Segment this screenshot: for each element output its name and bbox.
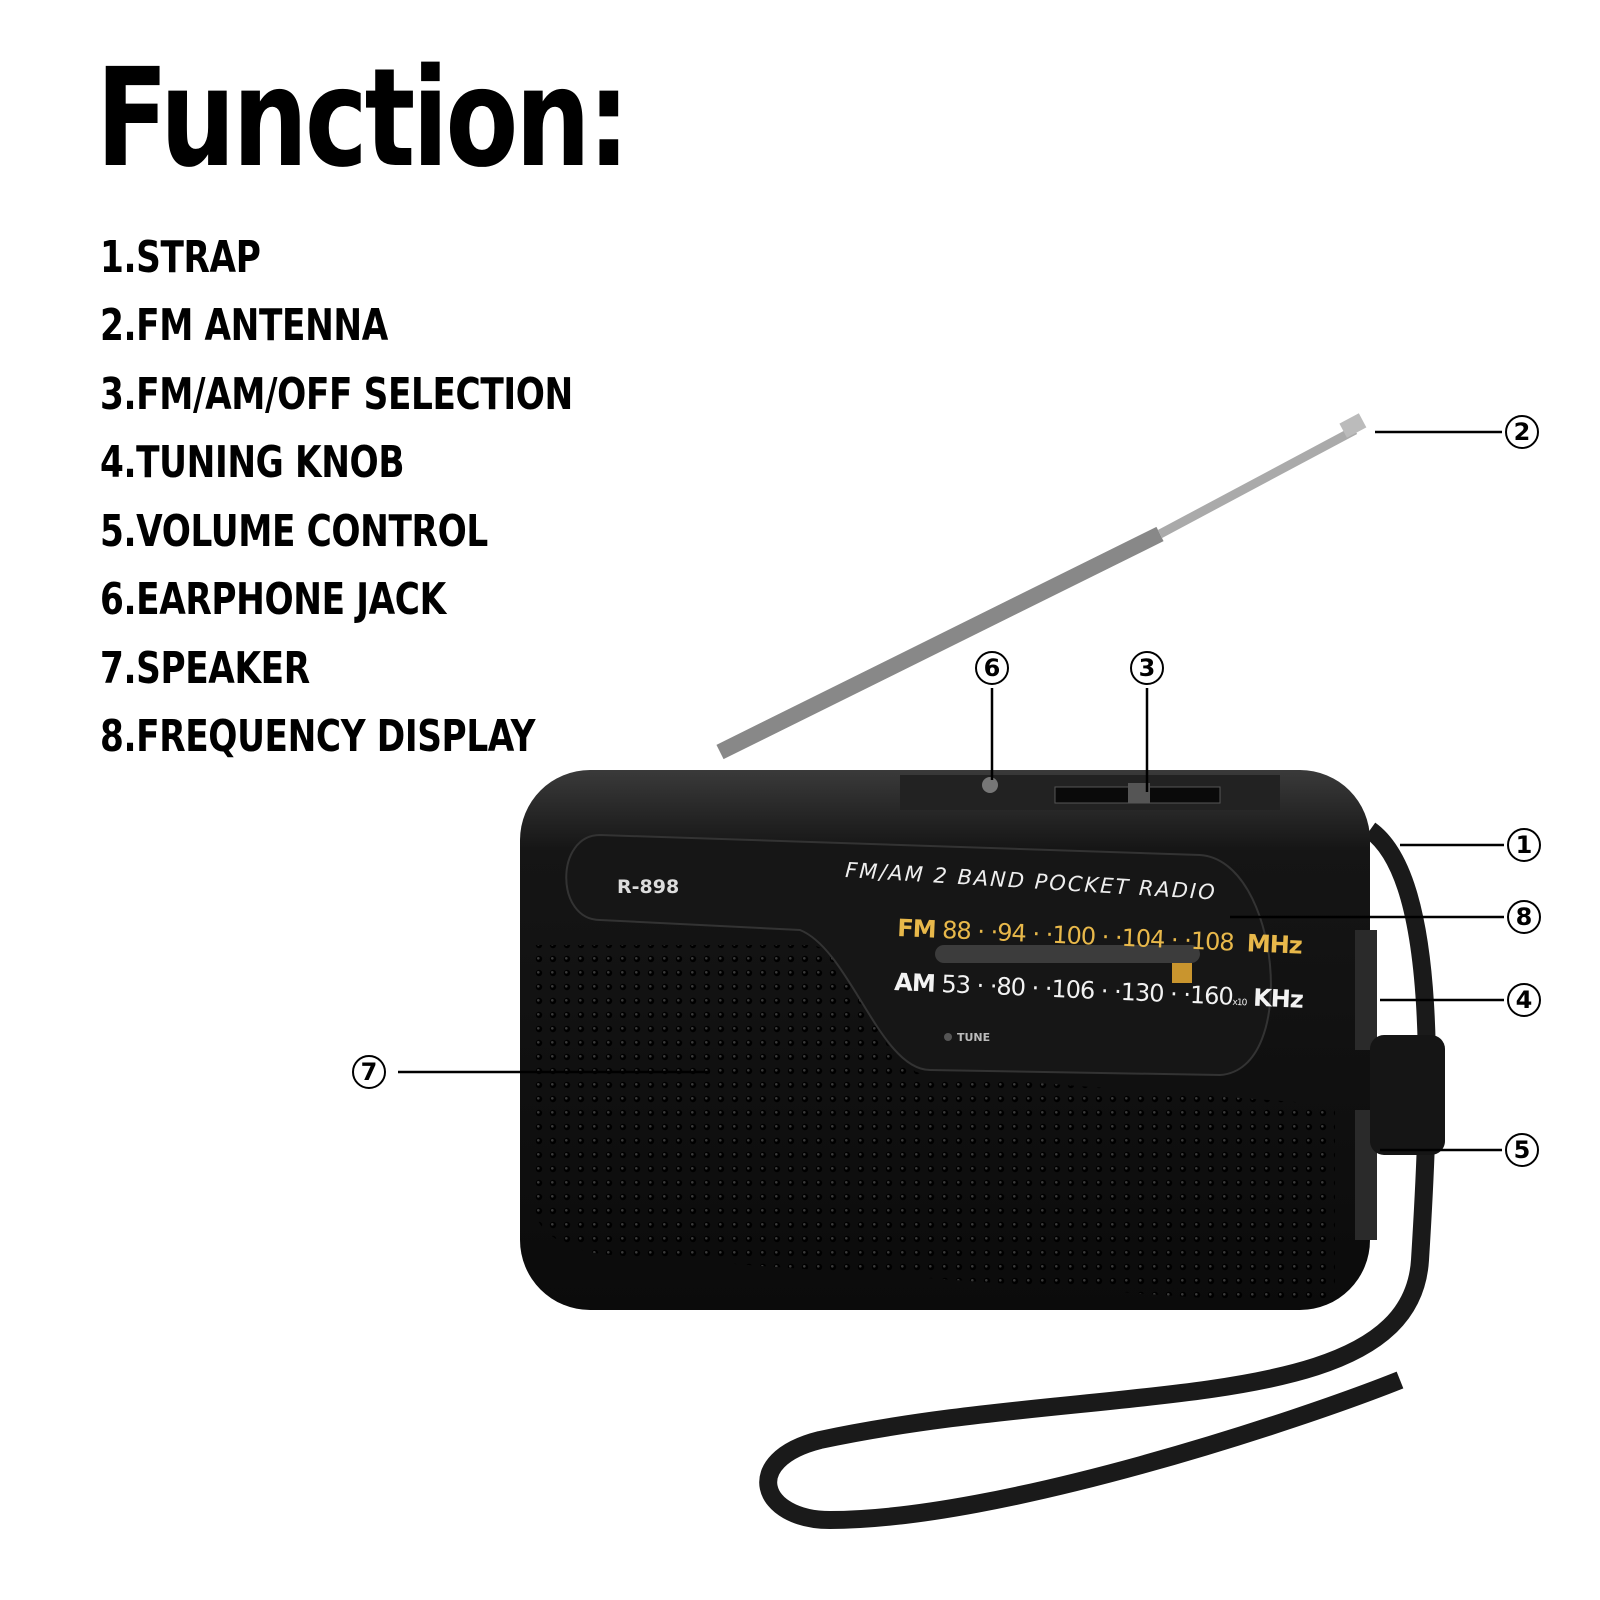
tuning-track [935,945,1200,963]
feature-selection: 3.FM/AM/OFF SELECTION [100,369,573,420]
callout-6: 6 [975,651,1009,685]
callout-4: 4 [1507,983,1541,1017]
tune-label: TUNE [957,1031,991,1044]
page-title: Function: [96,40,630,198]
feature-tuning-knob: 4.TUNING KNOB [100,437,405,488]
callout-5: 5 [1505,1133,1539,1167]
callout-8: 8 [1507,900,1541,934]
display-panel [565,833,1272,1077]
feature-speaker: 7.SPEAKER [100,643,310,694]
callout-1: 1 [1507,828,1541,862]
feature-volume: 5.VOLUME CONTROL [100,506,488,557]
feature-strap: 1.STRAP [100,232,261,283]
feature-fm-antenna: 2.FM ANTENNA [100,300,388,351]
callout-7: 7 [352,1055,386,1089]
earphone-jack [982,777,998,793]
speaker-grille [530,945,1335,1305]
model-label: R-898 [617,876,680,898]
tuning-pointer [1172,963,1192,983]
tuning-knob [1355,930,1377,1050]
callout-2: 2 [1505,415,1539,449]
feature-frequency-display: 8.FREQUENCY DISPLAY [100,711,536,762]
antenna [716,413,1367,760]
callout-3: 3 [1130,651,1164,685]
feature-earphone-jack: 6.EARPHONE JACK [100,574,446,625]
